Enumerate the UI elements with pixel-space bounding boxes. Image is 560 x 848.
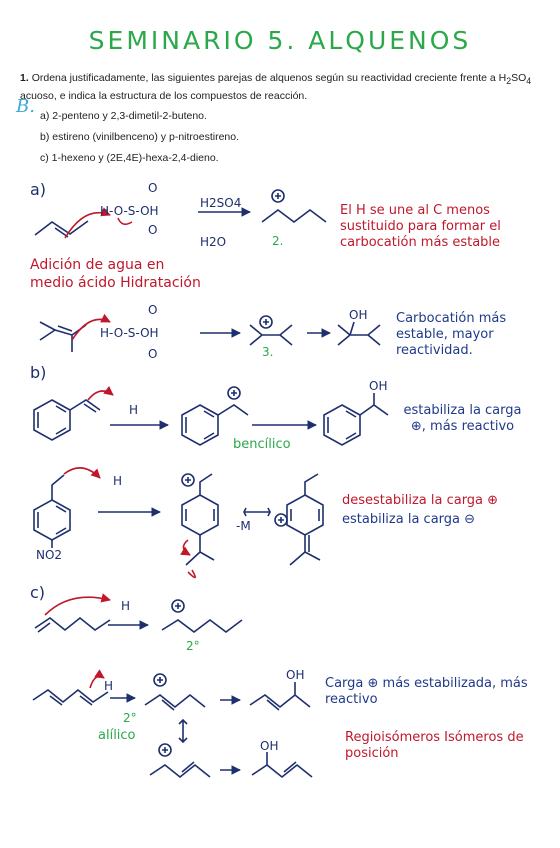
sulfonyl-oxygen-top: O	[148, 181, 157, 195]
curved-arrow	[63, 467, 101, 479]
section-c-label: c)	[30, 583, 46, 602]
molecule-tertiary-alcohol	[337, 321, 381, 346]
note-destabilize: desestabiliza la carga ⊕	[342, 493, 499, 508]
curved-arrow	[44, 593, 111, 616]
note-tertiary-cation: Carbocatión más estable, mayor reactivid…	[396, 311, 507, 358]
page-title: SEMINARIO 5. ALQUENOS	[88, 26, 472, 55]
question-number: 1.	[20, 72, 29, 84]
sulfonyl-oxygen-top: O	[148, 303, 157, 317]
sulfonyl-oxygen-bottom: O	[148, 347, 157, 361]
hydroxyl-label: OH	[349, 308, 367, 322]
label-secondary: 2.	[272, 234, 283, 248]
molecule-nitro-cation-1	[181, 473, 219, 566]
section-b-label: b)	[30, 363, 47, 382]
question-text-part3: acuoso, e indica la estructura de los co…	[20, 90, 308, 103]
molecule-p-nitrostyrene	[33, 474, 71, 548]
label-benzylic: bencílico	[233, 437, 291, 452]
note-hydration: Adición de agua en medio ácido Hidrataci…	[30, 257, 201, 291]
curved-arrow	[89, 669, 105, 689]
note-allylic: Carga ⊕ más estabilizada, más reactivo	[325, 676, 528, 707]
molecule-benzylic-alcohol	[323, 393, 389, 446]
note-regioisomers: Regioisómeros Isómeros de posición	[345, 730, 524, 761]
curved-arrow	[87, 385, 114, 401]
curved-arrow	[71, 313, 111, 341]
minus-m-label: -M	[236, 519, 251, 533]
label-allylic: alílico	[98, 728, 136, 743]
molecule-secondary-cation	[261, 189, 327, 223]
molecule-styrene	[33, 399, 101, 441]
curved-arrow	[180, 539, 191, 556]
hydroxyl-label: OH	[286, 668, 304, 682]
proton-label: H	[121, 599, 130, 613]
question-text-part1: Ordena justificadamente, las siguientes …	[31, 72, 507, 84]
handwritten-mark: B.	[16, 96, 35, 117]
curved-arrow	[117, 217, 133, 226]
option-a: a) 2-penteno y 2,3-dimetil-2-buteno.	[40, 110, 207, 122]
curved-arrow	[64, 207, 111, 239]
note-styrene: estabiliza la carga ⊕, más reactivo	[403, 403, 522, 434]
molecule-tertiary-cation	[249, 315, 293, 346]
reagent-h2so4: H2SO4	[200, 196, 241, 210]
hydroxyl-label: OH	[260, 739, 278, 753]
proton-label: H	[113, 474, 122, 488]
molecule-hexadiene	[32, 688, 109, 706]
proton-label: H	[129, 403, 138, 417]
note-markovnikov: El H se une al C menos sustituido para f…	[340, 203, 501, 250]
proton-label: H	[104, 679, 113, 693]
molecule-2-pentene	[34, 220, 89, 238]
molecule-1-hexene	[34, 616, 111, 633]
question-text-part2: SO	[511, 72, 527, 84]
molecule-allylic-alcohol-1	[249, 682, 311, 711]
question-sub-2: 2	[506, 76, 512, 87]
resonance-arrow	[243, 507, 271, 517]
label-tertiary: 3.	[262, 345, 273, 359]
note-stabilize: estabiliza la carga ⊖	[342, 512, 476, 527]
question-sub-4: 4	[526, 76, 532, 87]
section-a-label: a)	[30, 180, 47, 199]
molecule-benzylic-cation	[181, 386, 249, 446]
molecule-nitro-cation-2	[274, 473, 324, 566]
molecule-allylic-alcohol-2	[251, 752, 313, 779]
hydroxyl-label: OH	[369, 379, 387, 393]
reagent-h2o: H2O	[200, 235, 226, 249]
resonance-arrow	[178, 718, 188, 744]
nitro-label: NO2	[36, 548, 62, 562]
label-secondary-c: 2°	[186, 639, 200, 653]
acid-fragment: H-O-S-OH	[100, 326, 159, 340]
sulfonyl-oxygen-bottom: O	[148, 223, 157, 237]
option-c: c) 1-hexeno y (2E,4E)-hexa-2,4-dieno.	[40, 152, 219, 164]
option-b: b) estireno (vinilbenceno) y p-nitroesti…	[40, 131, 240, 143]
question-text: 1. Ordena justificadamente, las siguient…	[20, 71, 545, 104]
curved-arrow	[187, 569, 196, 579]
molecule-allylic-cation-1	[144, 673, 206, 711]
molecule-dimethylbutene	[39, 321, 87, 352]
molecule-hexyl-cation	[161, 599, 243, 633]
molecule-allylic-cation-2	[149, 743, 211, 779]
acid-fragment: H-O-S-OH	[100, 204, 159, 218]
label-allylic-number: 2°	[123, 711, 137, 725]
